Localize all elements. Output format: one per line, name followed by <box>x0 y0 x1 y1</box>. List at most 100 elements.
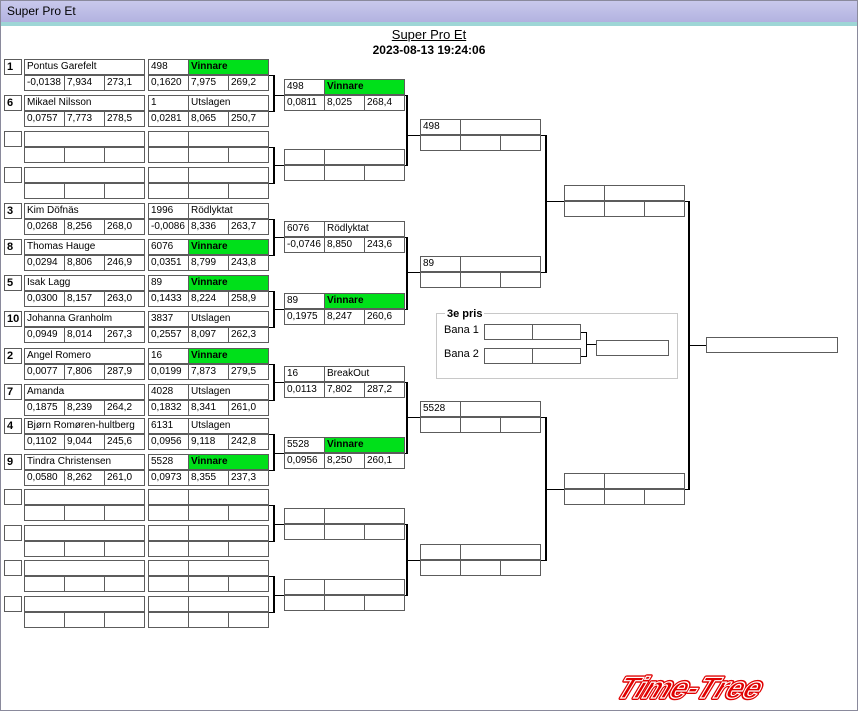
speed: 263,0 <box>104 291 145 307</box>
elapsed-time: 8,341 <box>188 400 229 416</box>
connector-line <box>541 135 545 136</box>
connector-line <box>269 147 274 148</box>
elapsed-time <box>188 505 229 521</box>
entry-number: 498 <box>284 79 325 95</box>
speed: 237,3 <box>228 470 269 486</box>
reaction-time: 0,0973 <box>148 470 189 486</box>
elapsed-time: 8,014 <box>64 327 105 343</box>
result-status: Utslagen <box>188 311 269 327</box>
connector-line <box>269 612 274 613</box>
entry-number: 6076 <box>284 221 325 237</box>
speed: 242,8 <box>228 434 269 450</box>
speed <box>104 612 145 628</box>
seed-box[interactable]: 2 <box>4 348 22 364</box>
driver-name[interactable] <box>24 560 145 576</box>
driver-name[interactable]: Tindra Christensen <box>24 454 145 470</box>
logo-text: Time-Tree <box>613 671 768 705</box>
driver-name[interactable]: Mikael Nilsson <box>24 95 145 111</box>
driver-name[interactable] <box>24 525 145 541</box>
connector-line <box>269 255 274 256</box>
speed: 262,3 <box>228 327 269 343</box>
elapsed-time <box>324 595 365 611</box>
seed-box[interactable]: 6 <box>4 95 22 111</box>
seed-box[interactable]: 5 <box>4 275 22 291</box>
connector-line <box>269 183 274 184</box>
connector-line <box>273 309 284 310</box>
connector-line <box>269 505 274 506</box>
result-status <box>460 544 541 560</box>
reaction-time: 0,1620 <box>148 75 189 91</box>
third-place-result <box>596 340 669 356</box>
entry-number <box>284 579 325 595</box>
connector-line <box>269 364 274 365</box>
time-tree-logo: Time-Tree Time-Tree <box>613 669 770 705</box>
elapsed-time: 8,025 <box>324 95 365 111</box>
driver-name[interactable]: Thomas Hauge <box>24 239 145 255</box>
opponent-number: 1 <box>148 95 189 111</box>
driver-name[interactable]: Kim Döfnäs <box>24 203 145 219</box>
connector-line <box>406 95 408 166</box>
elapsed-time: 8,336 <box>188 219 229 235</box>
seed-box[interactable] <box>4 525 22 541</box>
seed-box[interactable]: 10 <box>4 311 22 327</box>
entry-number <box>420 544 461 560</box>
lane-1-input[interactable] <box>484 324 533 340</box>
elapsed-time: 9,044 <box>64 434 105 450</box>
seed-box[interactable]: 7 <box>4 384 22 400</box>
driver-name[interactable]: Pontus Garefelt <box>24 59 145 75</box>
connector-line <box>406 382 408 454</box>
reaction-time: 0,0199 <box>148 364 189 380</box>
result-status: Vinnare <box>324 293 405 309</box>
elapsed-time: 8,262 <box>64 470 105 486</box>
speed <box>228 612 269 628</box>
driver-name[interactable]: Amanda <box>24 384 145 400</box>
driver-name[interactable] <box>24 131 145 147</box>
result-status: Utslagen <box>188 418 269 434</box>
title-bar[interactable]: Super Pro Et <box>1 1 857 23</box>
driver-name[interactable]: Bjørn Romøren-hultberg <box>24 418 145 434</box>
seed-box[interactable]: 4 <box>4 418 22 434</box>
driver-name[interactable] <box>24 489 145 505</box>
opponent-number <box>148 596 189 612</box>
seed-box[interactable]: 1 <box>4 59 22 75</box>
entry-number <box>284 149 325 165</box>
driver-name[interactable]: Isak Lagg <box>24 275 145 291</box>
connector-line <box>273 453 284 454</box>
result-status <box>604 473 685 489</box>
seed-box[interactable]: 3 <box>4 203 22 219</box>
entry-number: 5528 <box>420 401 461 417</box>
speed: 246,9 <box>104 255 145 271</box>
elapsed-time: 8,157 <box>64 291 105 307</box>
elapsed-time: 7,873 <box>188 364 229 380</box>
elapsed-time: 8,850 <box>324 237 365 253</box>
reaction-time <box>24 183 65 199</box>
speed <box>228 541 269 557</box>
driver-name[interactable]: Johanna Granholm <box>24 311 145 327</box>
reaction-time <box>148 576 189 592</box>
reaction-time <box>24 612 65 628</box>
seed-box[interactable] <box>4 167 22 183</box>
seed-box[interactable]: 9 <box>4 454 22 470</box>
lane-2-input[interactable] <box>484 348 533 364</box>
driver-name[interactable] <box>24 596 145 612</box>
elapsed-time <box>188 147 229 163</box>
seed-box[interactable]: 8 <box>4 239 22 255</box>
seed-box[interactable] <box>4 131 22 147</box>
elapsed-time: 8,250 <box>324 453 365 469</box>
reaction-time: 0,0956 <box>148 434 189 450</box>
entry-number: 5528 <box>284 437 325 453</box>
seed-box[interactable] <box>4 489 22 505</box>
speed: 268,4 <box>364 95 405 111</box>
connector-line <box>269 219 274 220</box>
driver-name[interactable] <box>24 167 145 183</box>
result-status <box>188 167 269 183</box>
entry-number: 498 <box>420 119 461 135</box>
elapsed-time: 8,224 <box>188 291 229 307</box>
seed-box[interactable] <box>4 560 22 576</box>
opponent-number: 6131 <box>148 418 189 434</box>
speed <box>500 560 541 576</box>
seed-box[interactable] <box>4 596 22 612</box>
speed: 261,0 <box>104 470 145 486</box>
driver-name[interactable]: Angel Romero <box>24 348 145 364</box>
connector-line <box>688 345 706 346</box>
